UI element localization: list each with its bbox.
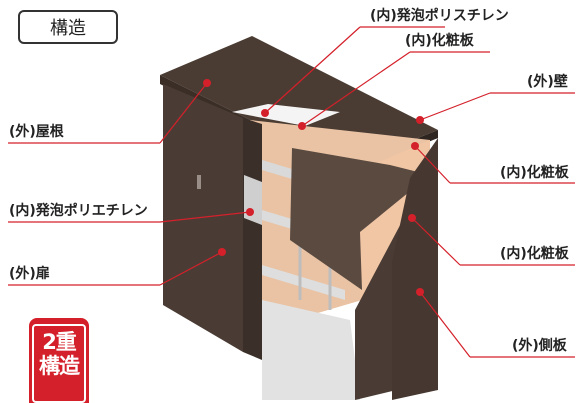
door-frame	[243, 118, 262, 360]
label-outer-roof: (外)屋根	[9, 124, 64, 140]
top-foam-strip	[232, 104, 340, 126]
door-panel	[163, 84, 243, 352]
section-title: 構造	[18, 10, 118, 44]
label-top-inner-foam: (内)発泡ポリスチレン	[370, 8, 509, 24]
badge-line-1: 2重	[42, 330, 77, 354]
label-inner-board-2: (内)化粧板	[500, 246, 569, 262]
label-inner-foam-ethylene: (内)発泡ポリエチレン	[9, 203, 148, 219]
badge-line-2: 構造	[39, 354, 80, 378]
door-edge-foam	[244, 175, 262, 225]
label-outer-side: (外)側板	[512, 338, 567, 354]
side-panel-face	[392, 138, 438, 400]
label-outer-door: (外)扉	[9, 266, 50, 282]
shelf-board-lower	[262, 265, 345, 300]
label-top-inner-board: (内)化粧板	[405, 33, 474, 49]
label-inner-board-1: (内)化粧板	[500, 165, 569, 181]
inner-foam-panel	[290, 148, 430, 290]
interior-floor	[262, 300, 360, 400]
double-structure-badge: 2重 構造	[29, 318, 89, 403]
label-outer-wall: (外)壁	[527, 74, 568, 90]
